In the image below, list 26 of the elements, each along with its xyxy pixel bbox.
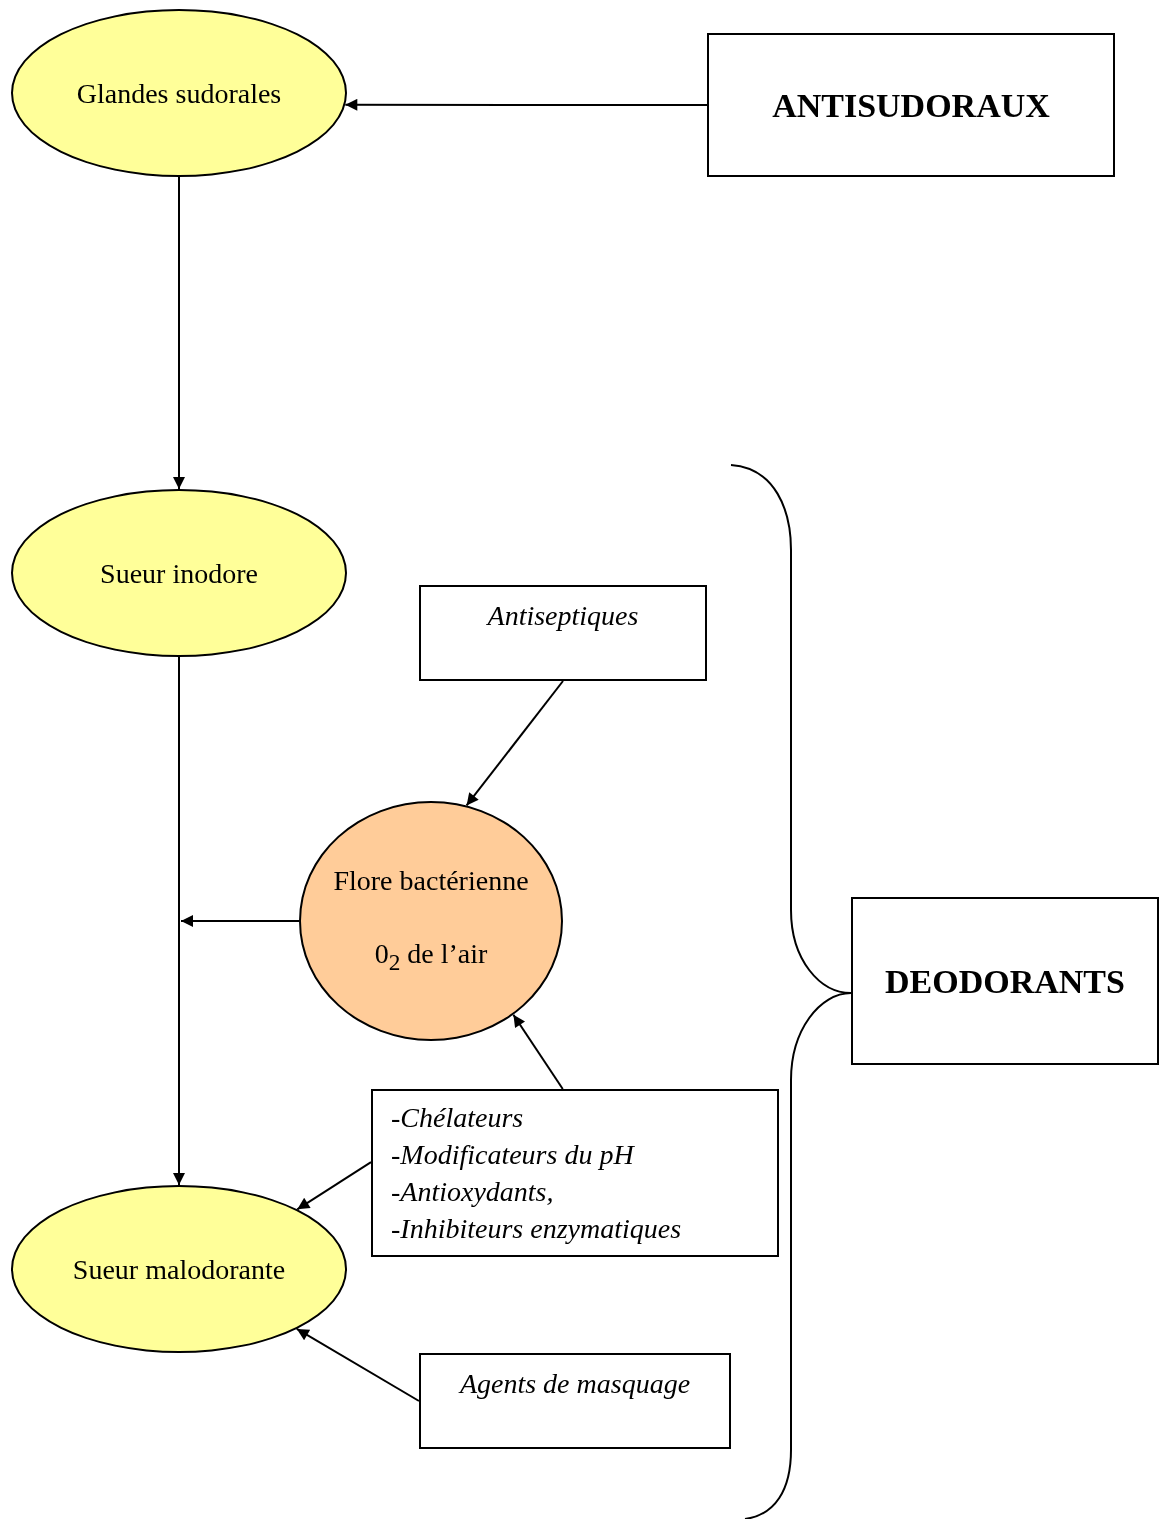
- arrow: [180, 915, 300, 927]
- node-text: -Chélateurs: [391, 1101, 524, 1135]
- arrow: [173, 176, 185, 490]
- node-text: -Inhibiteurs enzymatiques: [391, 1212, 682, 1246]
- process-box: [419, 1353, 731, 1449]
- node-text: Antiseptiques: [487, 599, 639, 633]
- arrow: [512, 1013, 564, 1090]
- node-text: Flore bactérienne: [333, 863, 529, 898]
- node-text: ANTISUDORAUX: [772, 86, 1050, 124]
- node-text: Glandes sudorales: [76, 76, 282, 111]
- node-text: Sueur inodore: [100, 556, 258, 591]
- arrow: [295, 1327, 420, 1402]
- process-box: [419, 585, 707, 681]
- arrow: [296, 1161, 372, 1211]
- node-text: -Modificateurs du pH: [391, 1138, 634, 1172]
- node-text: DEODORANTS: [885, 962, 1125, 1000]
- arrow: [344, 98, 708, 111]
- node-text: -Antioxydants,: [391, 1175, 554, 1209]
- arrow: [465, 680, 564, 807]
- process-box: [707, 33, 1115, 177]
- process-box: [371, 1089, 779, 1257]
- node-text: Sueur malodorante: [72, 1252, 286, 1287]
- arrow: [173, 656, 185, 1186]
- process-box: [851, 897, 1159, 1065]
- node-text: 0$_{2}$ de l’air: [374, 936, 488, 977]
- node-text: Agents de masquage: [459, 1367, 691, 1401]
